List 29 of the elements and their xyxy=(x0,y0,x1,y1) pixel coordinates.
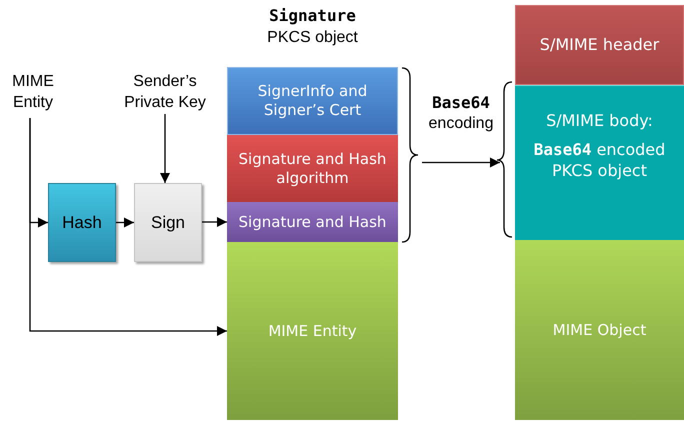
stack-subtitle: PKCS object xyxy=(267,28,358,48)
data-segment xyxy=(227,202,398,242)
segment-label: MIME Object xyxy=(552,320,646,341)
segment-label: S/MIME header xyxy=(540,34,660,56)
input-label-text: Sender’s Private Key xyxy=(123,72,207,113)
data-segment xyxy=(227,242,398,420)
segment-label: MIME Entity xyxy=(268,320,357,342)
data-segment xyxy=(227,67,398,135)
segment-label: Base64 encoded PKCS object xyxy=(532,139,666,181)
segment-label: Sign xyxy=(150,212,186,234)
segment-label: Hash xyxy=(62,212,102,234)
process-box xyxy=(48,183,116,262)
arrow xyxy=(202,217,227,227)
body-segment xyxy=(515,240,684,420)
segment-label: S/MIME body: xyxy=(546,110,653,131)
data-segment xyxy=(227,135,398,202)
body-segment xyxy=(515,85,684,240)
arrow xyxy=(160,114,170,183)
edge-label: Base64 encoding xyxy=(428,92,494,134)
input-label-text: MIME Entity xyxy=(11,72,55,113)
arrow xyxy=(116,218,134,228)
stack-title: Signature xyxy=(269,5,356,27)
process-box xyxy=(134,183,202,262)
header-segment xyxy=(515,5,684,85)
arrow xyxy=(422,158,500,168)
segment-label: Signature and Hash xyxy=(238,212,386,233)
arrow xyxy=(29,118,227,336)
segment-label: Signature and Hash algorithm xyxy=(238,150,388,188)
segment-label: SignerInfo and Signer’s Cert xyxy=(256,82,368,120)
